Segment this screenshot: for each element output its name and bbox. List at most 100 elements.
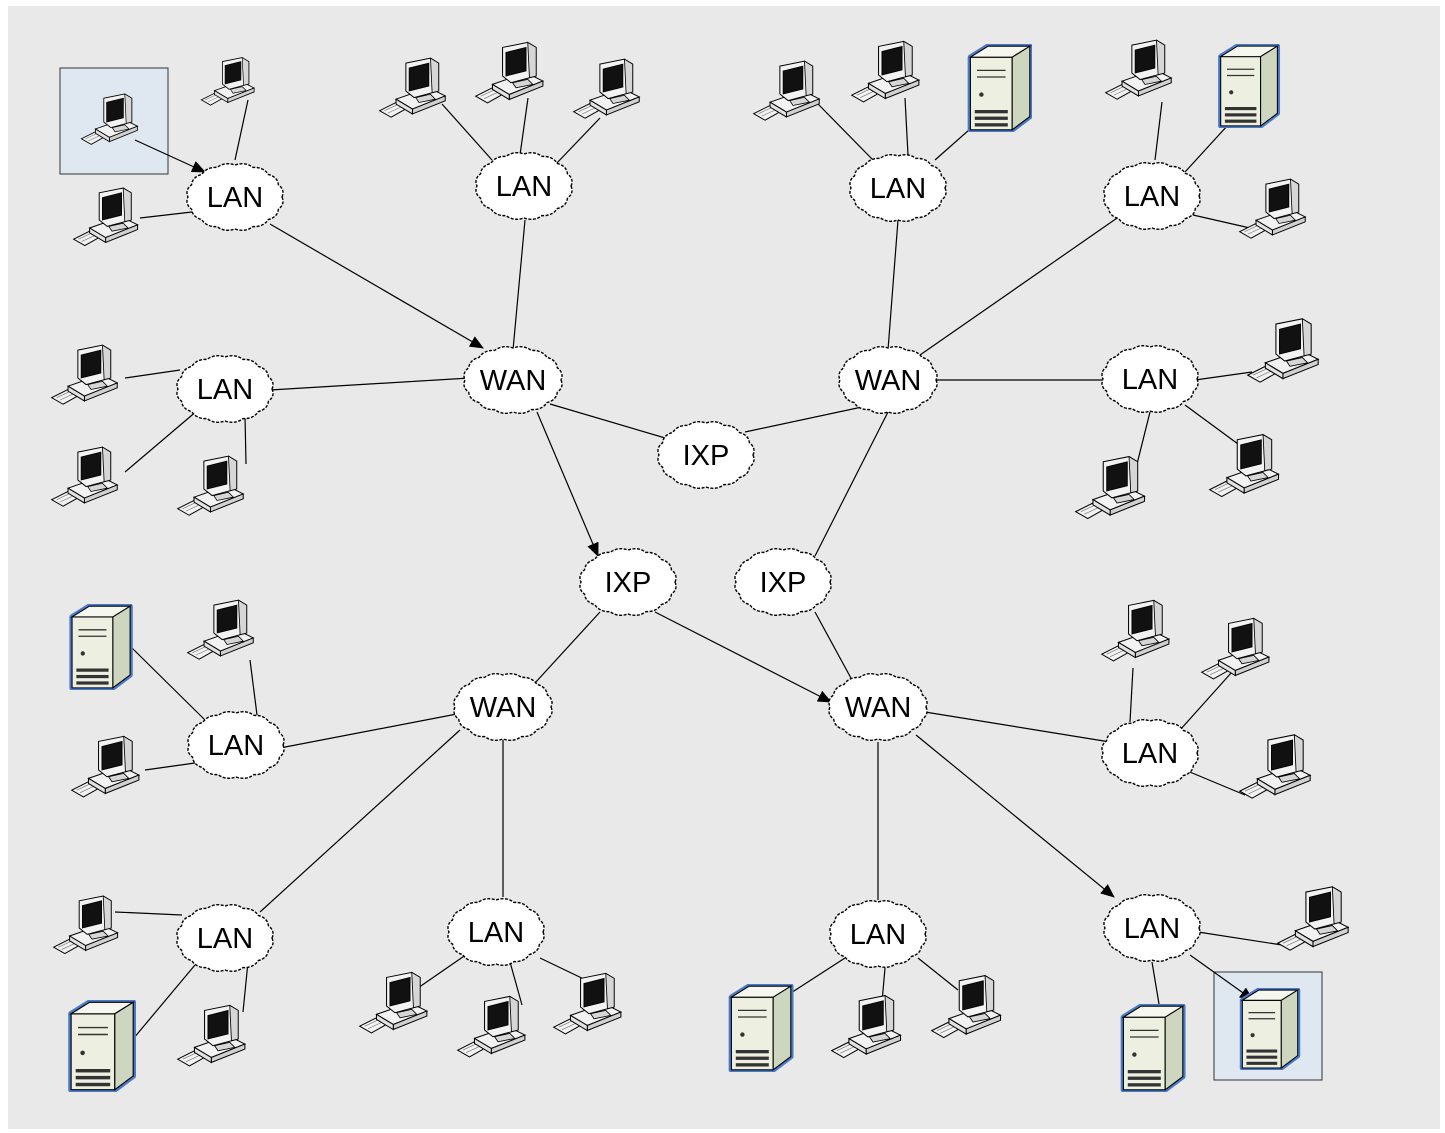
- link: [817, 103, 874, 161]
- lan-label: LAN: [496, 171, 552, 203]
- route-link: [269, 223, 484, 349]
- link: [549, 403, 673, 441]
- route-link: [1189, 954, 1254, 1001]
- lan-cloud[interactable]: LAN: [475, 151, 573, 221]
- link: [904, 97, 909, 156]
- lan-cloud[interactable]: LAN: [1101, 718, 1199, 788]
- link: [139, 211, 193, 219]
- link: [1129, 667, 1134, 723]
- link: [1184, 404, 1239, 445]
- wan-cloud[interactable]: WAN: [453, 672, 553, 742]
- wan-label: WAN: [855, 365, 922, 397]
- ixp-label: IXP: [605, 567, 652, 599]
- link: [1184, 124, 1229, 173]
- lan-cloud[interactable]: LAN: [187, 710, 285, 780]
- network-cloud-icon: [1103, 161, 1201, 231]
- network-cloud-icon: [657, 420, 755, 490]
- link: [509, 961, 523, 1006]
- link: [114, 911, 183, 916]
- link: [919, 215, 1121, 356]
- ixp-cloud[interactable]: IXP: [734, 547, 832, 617]
- link: [259, 729, 461, 913]
- network-cloud-icon: [838, 345, 938, 415]
- lan-cloud[interactable]: LAN: [1103, 893, 1201, 963]
- lan-cloud[interactable]: LAN: [176, 354, 274, 424]
- ixp-cloud[interactable]: IXP: [657, 420, 755, 490]
- link: [279, 712, 463, 749]
- lan-cloud[interactable]: LAN: [186, 162, 284, 232]
- link: [814, 611, 853, 681]
- lan-label: LAN: [207, 182, 263, 214]
- server-tower-icon[interactable]: [71, 1002, 133, 1089]
- link: [554, 117, 601, 166]
- lan-cloud[interactable]: LAN: [849, 153, 947, 223]
- link: [269, 377, 471, 391]
- network-cloud-icon: [176, 903, 274, 973]
- link: [1197, 931, 1283, 946]
- link: [127, 964, 196, 1046]
- link: [1184, 769, 1246, 796]
- link: [124, 369, 181, 379]
- lan-label: LAN: [870, 173, 926, 205]
- lan-label: LAN: [197, 374, 253, 406]
- network-cloud-icon: [475, 151, 573, 221]
- server-tower-icon[interactable]: [1242, 990, 1297, 1068]
- route-link: [915, 734, 1115, 898]
- lan-label: LAN: [1124, 181, 1180, 213]
- connections: [114, 97, 1283, 1046]
- network-cloud-icon: [186, 162, 284, 232]
- lan-label: LAN: [1122, 364, 1178, 396]
- link: [512, 219, 526, 351]
- wan-cloud[interactable]: WAN: [838, 345, 938, 415]
- link: [124, 409, 199, 473]
- link: [249, 659, 258, 716]
- lan-cloud[interactable]: LAN: [829, 899, 927, 969]
- network-cloud-icon: [828, 672, 928, 742]
- lan-cloud[interactable]: LAN: [176, 903, 274, 973]
- server-tower-icon[interactable]: [970, 46, 1029, 130]
- lan-label: LAN: [850, 919, 906, 951]
- network-cloud-icon: [1101, 344, 1199, 414]
- wan-label: WAN: [470, 692, 537, 724]
- server-tower-icon[interactable]: [1123, 1006, 1182, 1090]
- server-tower-icon[interactable]: [72, 606, 130, 688]
- lan-cloud[interactable]: LAN: [1101, 344, 1199, 414]
- link: [519, 97, 529, 156]
- link: [534, 611, 601, 684]
- network-cloud-icon: [1103, 893, 1201, 963]
- server-tower-icon[interactable]: [731, 986, 790, 1070]
- network-cloud-icon: [734, 547, 832, 617]
- link: [1194, 371, 1253, 381]
- lan-cloud[interactable]: LAN: [447, 897, 545, 967]
- lan-label: LAN: [208, 730, 264, 762]
- network-cloud-icon: [187, 710, 285, 780]
- wan-label: WAN: [845, 692, 912, 724]
- link: [414, 951, 471, 991]
- link: [744, 406, 863, 433]
- wan-cloud[interactable]: WAN: [463, 345, 563, 415]
- ixp-label: IXP: [683, 440, 730, 472]
- link: [1179, 671, 1233, 731]
- network-cloud-icon: [849, 153, 947, 223]
- route-link: [536, 411, 599, 557]
- network-cloud-icon: [579, 547, 677, 617]
- wan-cloud[interactable]: WAN: [828, 672, 928, 742]
- network-cloud-icon: [1101, 718, 1199, 788]
- link: [441, 103, 493, 161]
- link: [917, 957, 959, 991]
- lan-label: LAN: [197, 923, 253, 955]
- lan-cloud[interactable]: LAN: [1103, 161, 1201, 231]
- ixp-cloud[interactable]: IXP: [579, 547, 677, 617]
- server-tower-icon[interactable]: [1221, 46, 1278, 126]
- network-clouds: LAN LAN LAN LAN LAN LAN LAN LAN LAN LAN LAN LAN WAN W…: [176, 151, 1201, 973]
- lan-label: LAN: [1124, 913, 1180, 945]
- link: [924, 711, 1111, 743]
- link: [244, 414, 247, 465]
- network-cloud-icon: [463, 345, 563, 415]
- network-cloud-icon: [829, 899, 927, 969]
- link: [1154, 101, 1163, 161]
- link: [234, 99, 249, 161]
- ixp-label: IXP: [760, 567, 807, 599]
